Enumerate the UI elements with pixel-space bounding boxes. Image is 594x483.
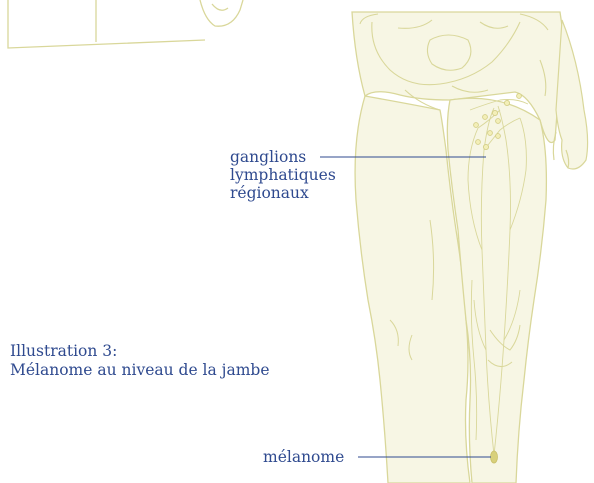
- figure-caption-line1: Illustration 3:: [10, 342, 117, 360]
- lymph-nodes-label-line3: régionaux: [230, 184, 309, 202]
- lymph-nodes-label-line2: lymphatiques: [230, 166, 336, 184]
- melanoma-spot: [491, 451, 498, 463]
- figure-caption-line2: Mélanome au niveau de la jambe: [10, 361, 270, 379]
- upper-left-body-fragment: [8, 0, 243, 48]
- melanoma-label: mélanome: [263, 448, 344, 466]
- lymph-nodes-label-line1: ganglions: [230, 148, 306, 166]
